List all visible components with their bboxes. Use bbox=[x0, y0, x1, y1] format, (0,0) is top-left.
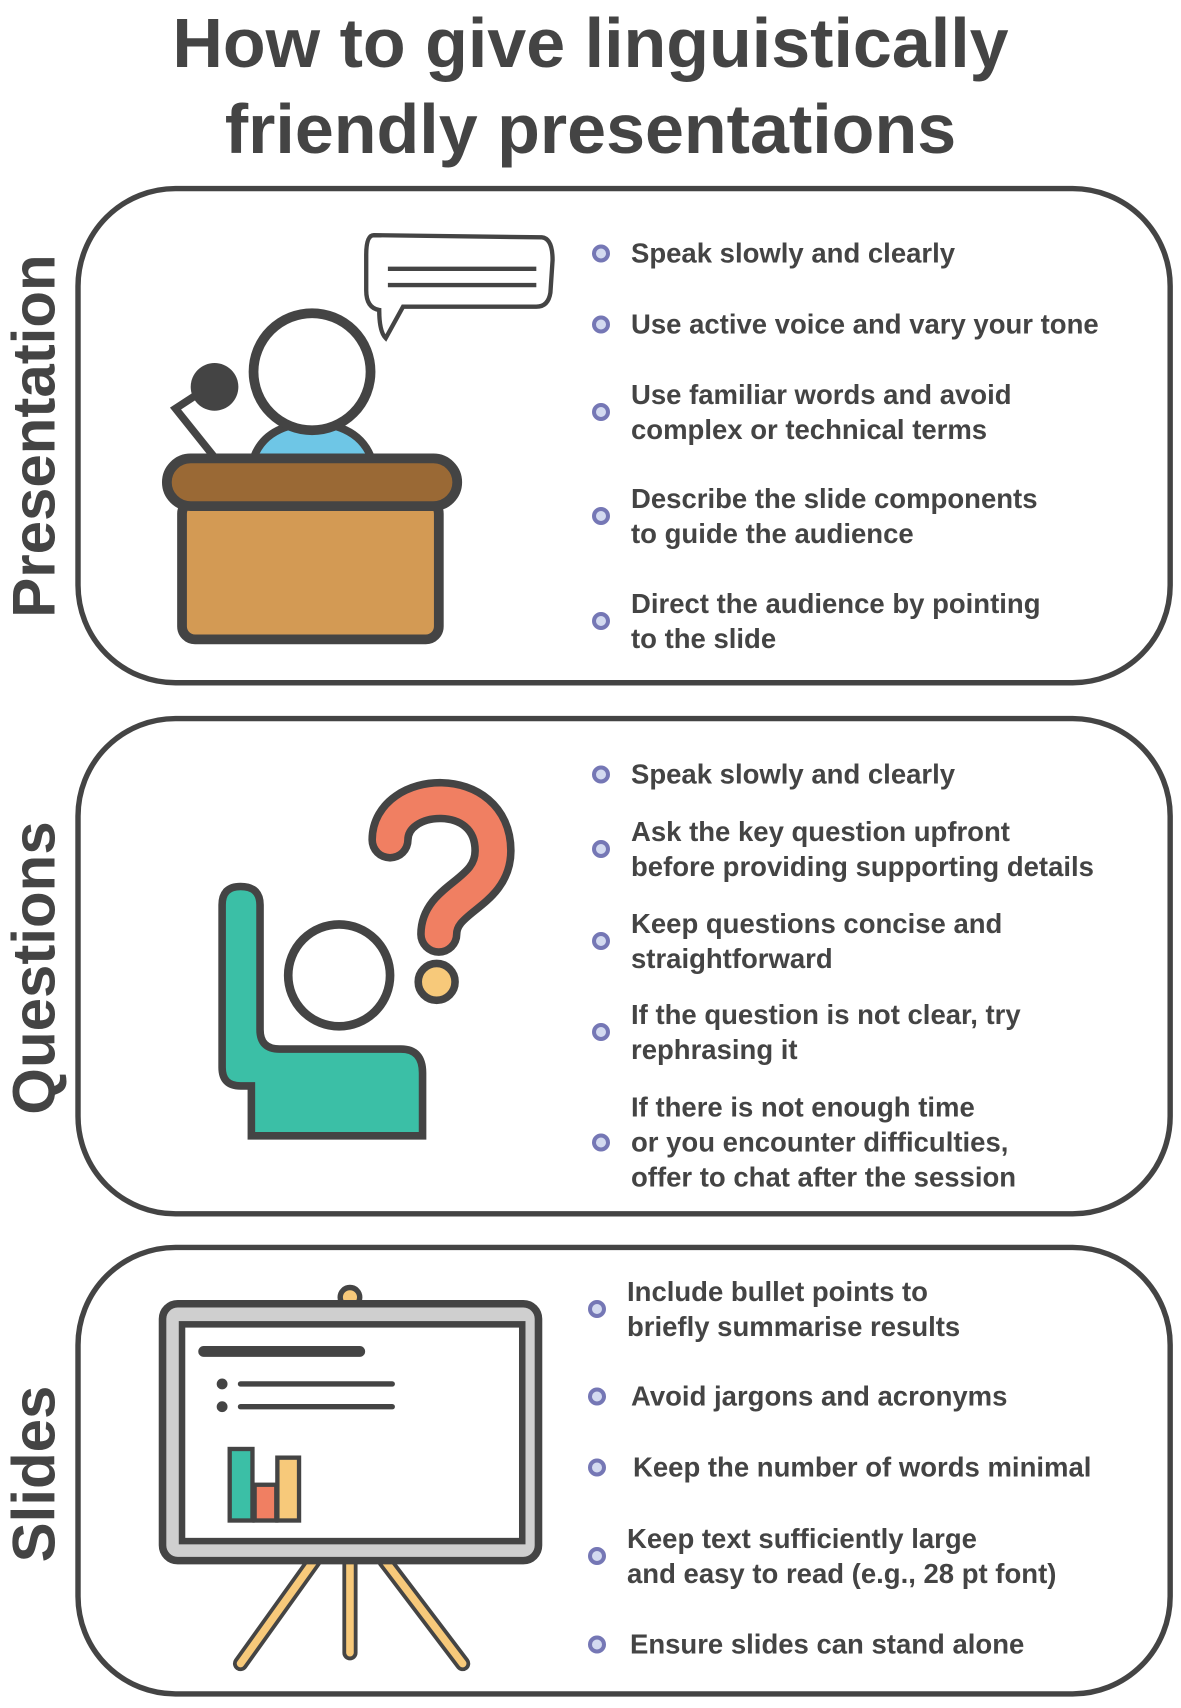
list-item: If there is not enough time or you encou… bbox=[592, 1090, 1016, 1195]
list-item: Keep text sufficiently large and easy to… bbox=[588, 1521, 1056, 1591]
bullet-icon bbox=[588, 1635, 606, 1653]
item-text: Describe the slide components to guide t… bbox=[631, 483, 1038, 549]
item-text: Use active voice and vary your tone bbox=[631, 308, 1099, 340]
bullet-icon bbox=[592, 315, 610, 333]
item-text: Direct the audience by pointing to the s… bbox=[631, 588, 1041, 654]
person-question-icon bbox=[218, 779, 515, 1140]
item-text: Avoid jargons and acronyms bbox=[631, 1380, 1008, 1412]
questions-panel bbox=[75, 715, 1173, 1217]
item-text: Keep text sufficiently large and easy to… bbox=[627, 1523, 1057, 1589]
item-text: Speak slowly and clearly bbox=[631, 237, 956, 269]
bullet-icon bbox=[592, 765, 610, 783]
list-item: Direct the audience by pointing to the s… bbox=[592, 586, 1041, 656]
bullet-icon bbox=[592, 244, 610, 262]
list-item: Use active voice and vary your tone bbox=[592, 307, 1099, 342]
bullet-icon bbox=[592, 507, 610, 525]
bullet-icon bbox=[588, 1547, 606, 1565]
list-item: Avoid jargons and acronyms bbox=[588, 1379, 1007, 1414]
list-item: Ask the key question upfront before prov… bbox=[592, 814, 1094, 884]
bullet-icon bbox=[592, 612, 610, 630]
item-text: Keep questions concise and straightforwa… bbox=[631, 908, 1003, 974]
item-text: Ensure slides can stand alone bbox=[630, 1628, 1025, 1660]
bullet-icon bbox=[588, 1458, 606, 1476]
list-item: Include bullet points to briefly summari… bbox=[588, 1274, 960, 1344]
item-text: Speak slowly and clearly bbox=[631, 758, 956, 790]
item-text: If there is not enough time or you encou… bbox=[631, 1091, 1017, 1193]
title-line-1: How to give linguistically bbox=[172, 4, 1009, 82]
presentation-panel bbox=[75, 185, 1173, 686]
bullet-icon bbox=[592, 1133, 610, 1151]
list-item: Keep the number of words minimal bbox=[588, 1450, 1091, 1485]
list-item: Ensure slides can stand alone bbox=[588, 1627, 1024, 1662]
list-item: Keep questions concise and straightforwa… bbox=[592, 906, 1002, 976]
item-text: If the question is not clear, try rephra… bbox=[631, 999, 1021, 1065]
list-item: If the question is not clear, try rephra… bbox=[592, 997, 1021, 1067]
podium-speaker-icon bbox=[161, 233, 555, 645]
page-title: How to give linguistically friendly pres… bbox=[0, 0, 1181, 172]
bullet-icon bbox=[588, 1300, 606, 1318]
bullet-icon bbox=[592, 1023, 610, 1041]
bullet-icon bbox=[592, 932, 610, 950]
section-label-slides: Slides bbox=[0, 1385, 68, 1563]
bullet-icon bbox=[592, 840, 610, 858]
easel-slide-icon bbox=[158, 1284, 543, 1672]
item-text: Include bullet points to briefly summari… bbox=[627, 1276, 961, 1342]
item-text: Keep the number of words minimal bbox=[633, 1451, 1092, 1483]
list-item: Describe the slide components to guide t… bbox=[592, 481, 1038, 551]
item-text: Ask the key question upfront before prov… bbox=[631, 816, 1094, 882]
section-label-questions: Questions bbox=[0, 821, 68, 1115]
title-line-2: friendly presentations bbox=[224, 90, 957, 168]
list-item: Speak slowly and clearly bbox=[592, 236, 955, 271]
item-text: Use familiar words and avoid complex or … bbox=[631, 379, 1012, 445]
slides-panel bbox=[75, 1244, 1173, 1697]
bullet-icon bbox=[592, 403, 610, 421]
section-label-presentation: Presentation bbox=[0, 254, 68, 618]
list-item: Use familiar words and avoid complex or … bbox=[592, 377, 1012, 447]
list-item: Speak slowly and clearly bbox=[592, 757, 955, 792]
bullet-icon bbox=[588, 1387, 606, 1405]
